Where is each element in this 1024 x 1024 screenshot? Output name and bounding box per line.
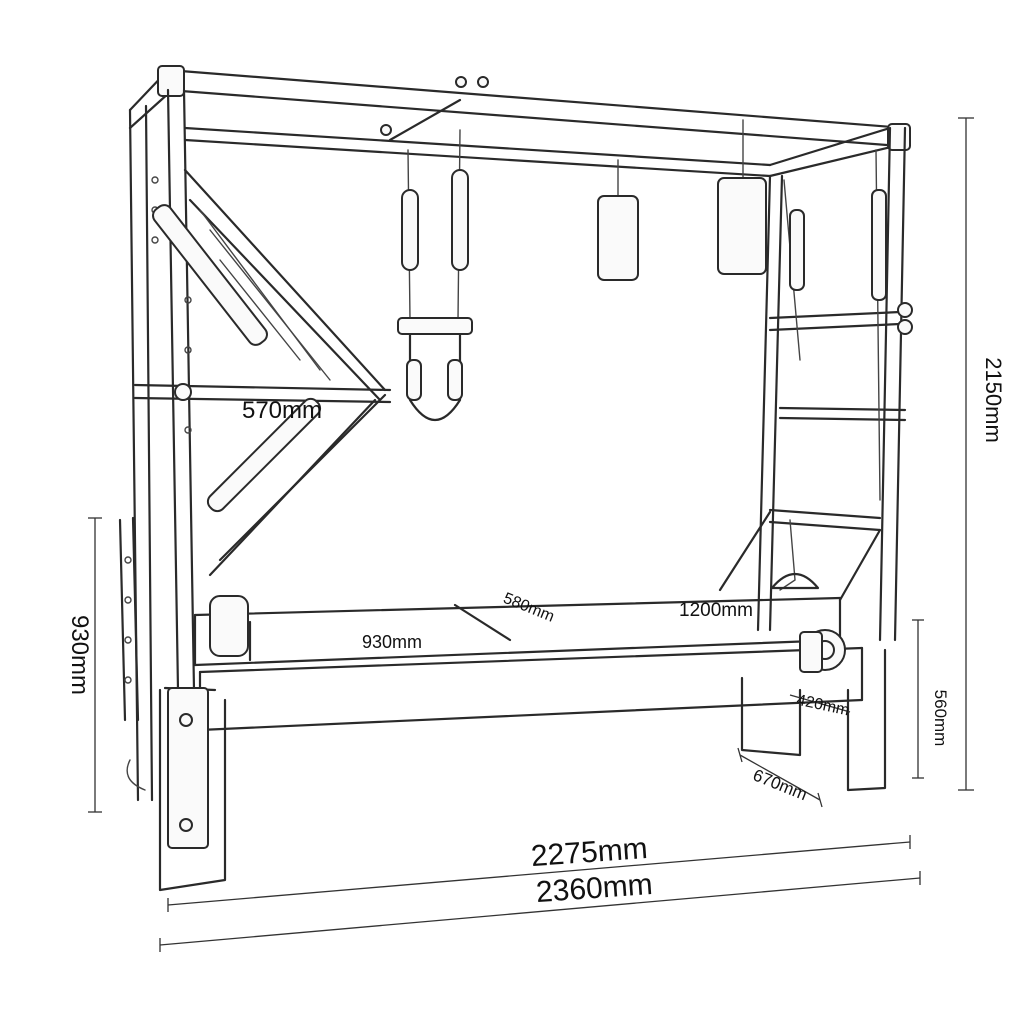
bed (193, 595, 864, 732)
right-posts (718, 126, 913, 642)
label-mid-gap: 580mm (501, 590, 557, 626)
label-bed-height: 930mm (66, 615, 93, 695)
push-through-bar (152, 168, 387, 577)
label-width: 670mm (750, 765, 810, 804)
label-carriage-length: 930mm (362, 632, 422, 652)
dimension-lines (88, 117, 974, 952)
label-height-total: 2150mm (981, 357, 1006, 443)
label-length-inner: 2275mm (530, 832, 649, 873)
label-length-outer: 2360mm (535, 868, 654, 909)
hanging-straps (380, 76, 489, 421)
top-corner-joint-right (887, 123, 911, 151)
hanging-loop-1 (597, 195, 639, 281)
label-bar-width: 570mm (242, 397, 322, 424)
label-leg-height: 560mm (931, 690, 950, 747)
hanging-loop-2 (717, 177, 767, 275)
legs (158, 629, 887, 892)
label-bed-length: 1200mm (679, 600, 753, 621)
handle-bar (397, 317, 473, 335)
top-corner-joint (157, 65, 185, 97)
label-small-width: 420mm (795, 692, 851, 720)
shoulder-rest (209, 595, 249, 657)
left-ladder (118, 516, 146, 791)
top-frame (128, 65, 911, 178)
hanging-loops (597, 119, 887, 591)
